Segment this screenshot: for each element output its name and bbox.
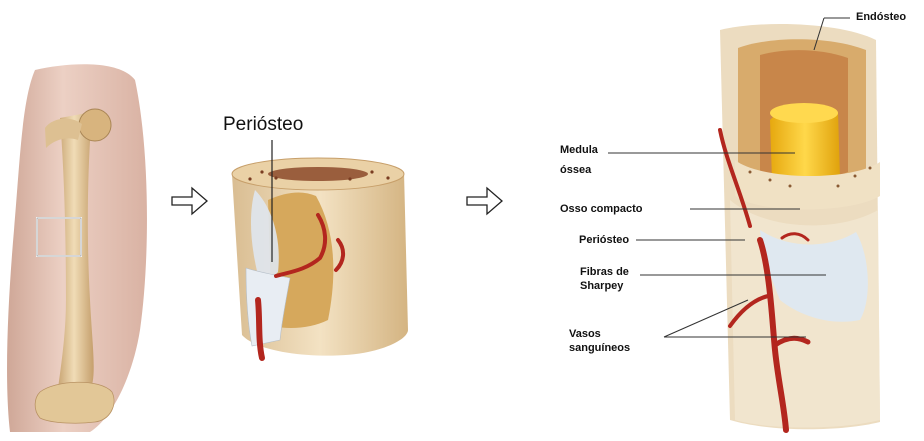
label-periosteo-small: Periósteo: [579, 234, 629, 247]
bone-detail-illustration: [720, 24, 880, 430]
label-medula-line2: óssea: [560, 164, 591, 177]
thigh-femur-illustration: [7, 64, 147, 432]
label-periosteo-main: Periósteo: [223, 114, 303, 136]
bone-section-illustration: [232, 140, 408, 358]
label-fibras-line2: Sharpey: [580, 280, 623, 293]
label-osso-compacto: Osso compacto: [560, 203, 643, 216]
label-vasos-line1: Vasos: [569, 328, 601, 341]
label-fibras-line1: Fibras de: [580, 266, 629, 279]
arrow-right-1: [172, 188, 207, 214]
arrow-right-2: [467, 188, 502, 214]
label-vasos-line2: sanguíneos: [569, 342, 630, 355]
label-medula-line1: Medula: [560, 144, 598, 157]
label-endosteo: Endósteo: [856, 11, 906, 24]
